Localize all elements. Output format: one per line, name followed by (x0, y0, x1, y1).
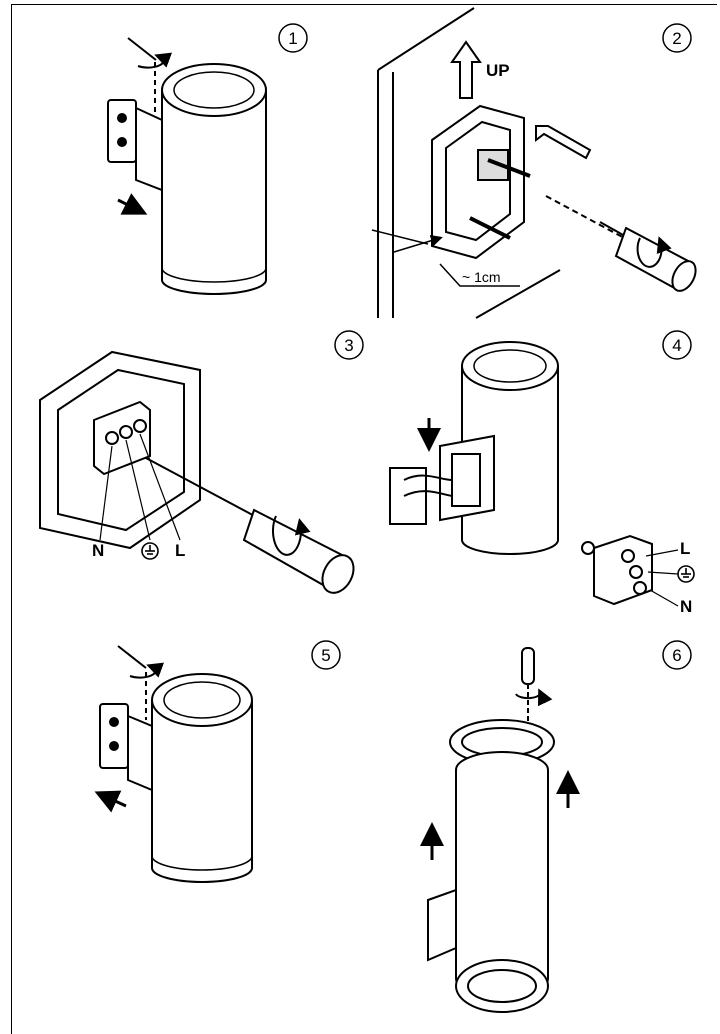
lamp-bracket (439, 434, 495, 522)
svg-text:6: 6 (672, 646, 681, 665)
step-6-panel: 6 (420, 640, 692, 1013)
earth-ground-icon (677, 565, 695, 583)
lamp-ring (449, 719, 555, 765)
svg-text:2: 2 (672, 29, 681, 48)
step-1-number: 1 (278, 23, 308, 53)
wall-bracket (99, 703, 153, 792)
svg-text:N: N (92, 541, 104, 560)
cylinder-lamp (161, 63, 267, 295)
step-4-number: 4 (662, 330, 692, 360)
screwdriver-icon (145, 457, 355, 594)
page-frame (11, 4, 717, 1034)
insert-arrow (535, 125, 592, 160)
mounting-plate (431, 104, 531, 260)
step-1-panel: 1 (107, 23, 308, 295)
step-5-panel: 5 (94, 640, 341, 883)
step-3-number: 3 (334, 330, 364, 360)
distance-dimension: ~ 1cm (371, 229, 520, 287)
terminal-detail (581, 534, 653, 606)
cylinder-lamp (151, 673, 253, 883)
wall-plate (389, 467, 453, 525)
screw-rotation-icon (127, 37, 173, 115)
earth-ground-icon (141, 542, 159, 560)
svg-text:5: 5 (321, 646, 330, 665)
step-3-panel: 3 N L (39, 330, 364, 594)
svg-text:1: 1 (288, 29, 297, 48)
svg-text:L: L (680, 539, 690, 558)
svg-text:UP: UP (486, 61, 510, 80)
step-2-number: 2 (662, 23, 692, 53)
step-4-panel: 4 L N (389, 330, 695, 616)
screwdriver-icon (545, 195, 697, 292)
svg-text:N: N (680, 597, 692, 616)
svg-text:~ 1cm: ~ 1cm (462, 269, 501, 285)
pull-arrow (94, 790, 127, 813)
step-5-number: 5 (311, 640, 341, 670)
svg-text:3: 3 (344, 336, 353, 355)
cylinder-lamp (455, 751, 549, 1013)
svg-text:4: 4 (672, 336, 681, 355)
step-2-panel: 2 UP ~ (371, 7, 697, 319)
step-6-number: 6 (662, 640, 692, 670)
wall-bracket (107, 99, 163, 192)
wall-bracket (427, 888, 457, 962)
wall (377, 7, 561, 319)
terminal-block (93, 400, 151, 476)
up-arrow-icon: UP (450, 40, 510, 99)
svg-text:L: L (175, 541, 185, 560)
push-arrow (117, 193, 148, 215)
screw-rotation-icon (117, 645, 165, 720)
